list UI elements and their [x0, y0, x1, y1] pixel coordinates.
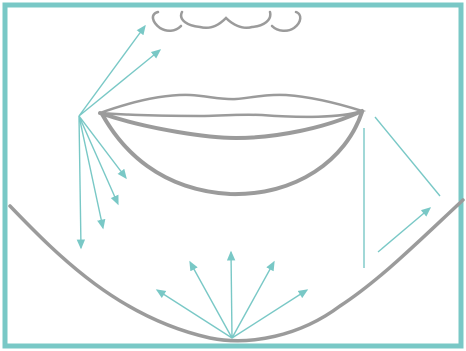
frame-border	[5, 5, 461, 346]
arrow-icon	[231, 252, 232, 338]
